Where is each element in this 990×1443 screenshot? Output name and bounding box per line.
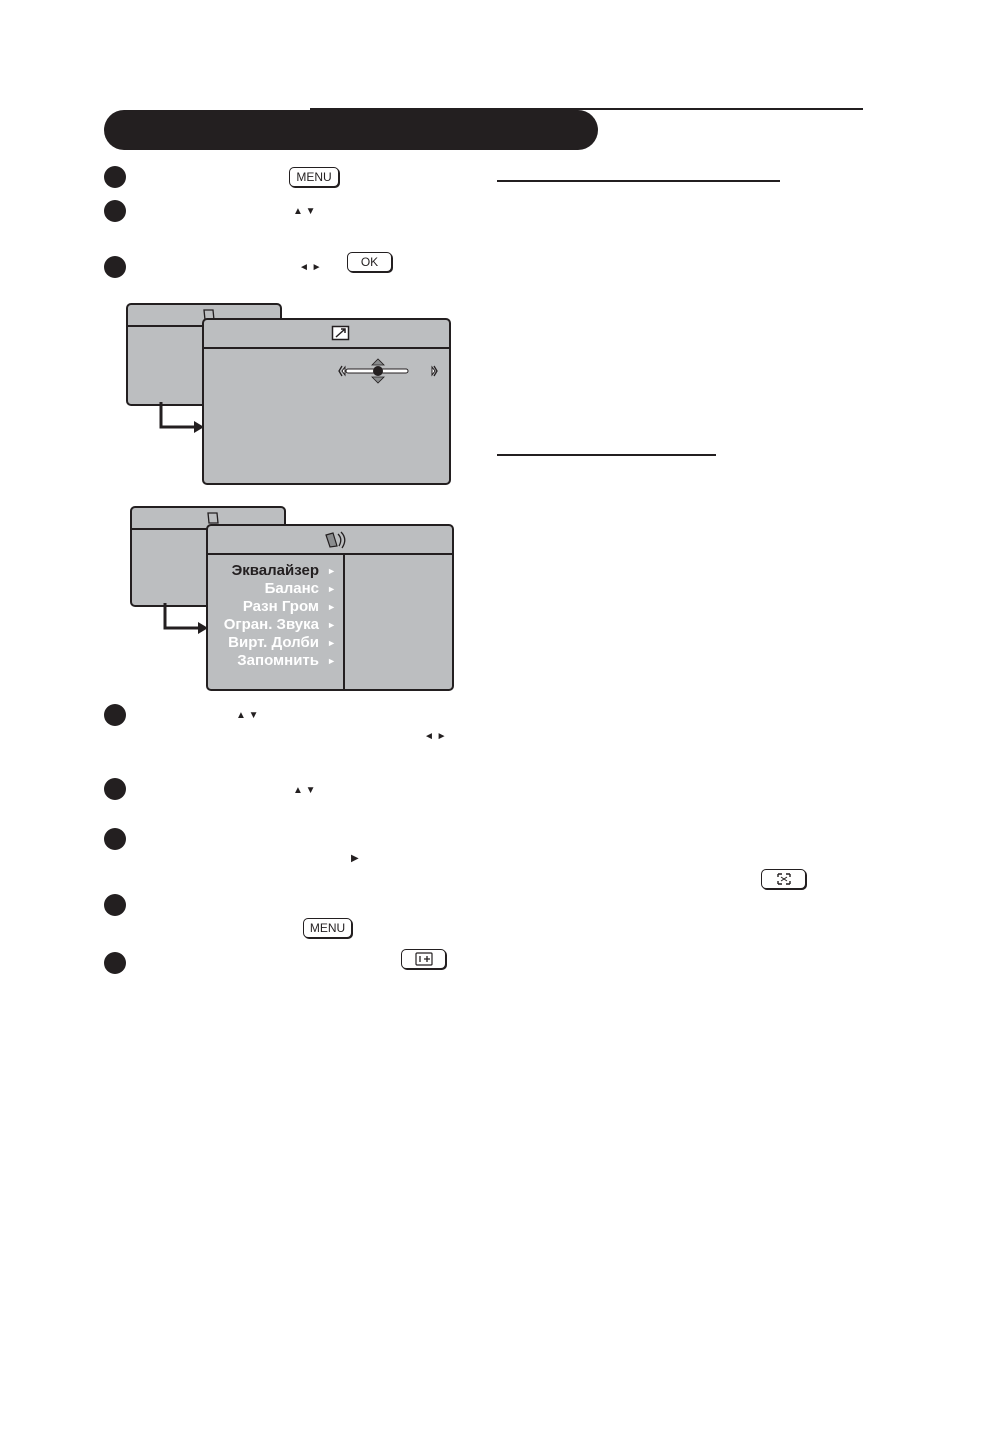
- up-down-arrows-icon: ▲ ▼: [293, 206, 316, 217]
- submenu-connector-arrow-1: [159, 402, 204, 433]
- left-right-arrows-icon-step4: ◄ ►: [424, 731, 447, 742]
- ok-key: OK: [347, 252, 392, 272]
- sound-menu-item-virtual-dolby: Вирт. Долби: [228, 634, 319, 651]
- sound-icon: [325, 531, 346, 549]
- top-rule: [310, 108, 863, 110]
- info-plus-icon: [414, 952, 433, 966]
- up-down-arrows-icon-step4: ▲ ▼: [236, 710, 259, 721]
- submenu-arrow-icon: ►: [327, 602, 336, 612]
- tv-menu-icon-2: [207, 512, 219, 524]
- submenu-arrow-icon: ►: [327, 656, 336, 666]
- menu-key: MENU: [289, 167, 339, 187]
- right-column-rule-1: [497, 180, 780, 182]
- submenu-arrow-icon: ►: [327, 638, 336, 648]
- screen-format-icon: [776, 873, 791, 885]
- step-bullet-8: [104, 952, 126, 974]
- picture-icon: [331, 325, 350, 341]
- osd-column-divider: [343, 555, 345, 689]
- submenu-arrow-icon: ►: [327, 620, 336, 630]
- up-down-arrows-icon-step5: ▲ ▼: [293, 785, 316, 796]
- step-bullet-2: [104, 200, 126, 222]
- step-bullet-3: [104, 256, 126, 278]
- section-title-bar: [104, 110, 598, 150]
- submenu-connector-arrow-2: [163, 603, 208, 634]
- osd-picture-menu: [202, 318, 451, 485]
- sound-menu-item-equalizer: Эквалайзер: [231, 562, 319, 579]
- step-bullet-5: [104, 778, 126, 800]
- sound-menu-item-store: Запомнить: [237, 652, 319, 669]
- osd-sound-menu: Эквалайзер ► Баланс ► Разн Гром ► Огран.…: [206, 524, 454, 691]
- info-key: [401, 949, 446, 969]
- screen-format-key: [761, 869, 806, 889]
- submenu-arrow-icon: ►: [327, 584, 336, 594]
- sound-menu-item-delta-volume: Разн Гром: [242, 598, 319, 615]
- step-bullet-4: [104, 704, 126, 726]
- right-column-rule-2: [497, 454, 716, 456]
- left-right-arrows-icon: ◄ ►: [299, 262, 322, 273]
- sound-menu-item-volume-limit: Огран. Звука: [223, 616, 319, 633]
- menu-key-exit: MENU: [303, 918, 352, 938]
- step-bullet-1: [104, 166, 126, 188]
- adjust-slider: [338, 358, 438, 384]
- sound-menu-list: Эквалайзер ► Баланс ► Разн Гром ► Огран.…: [208, 562, 341, 682]
- step-bullet-6: [104, 828, 126, 850]
- right-arrow-icon-step6: ▶: [351, 853, 359, 864]
- step-bullet-7: [104, 894, 126, 916]
- sound-menu-item-balance: Баланс: [264, 580, 319, 597]
- submenu-arrow-icon: ►: [327, 566, 336, 576]
